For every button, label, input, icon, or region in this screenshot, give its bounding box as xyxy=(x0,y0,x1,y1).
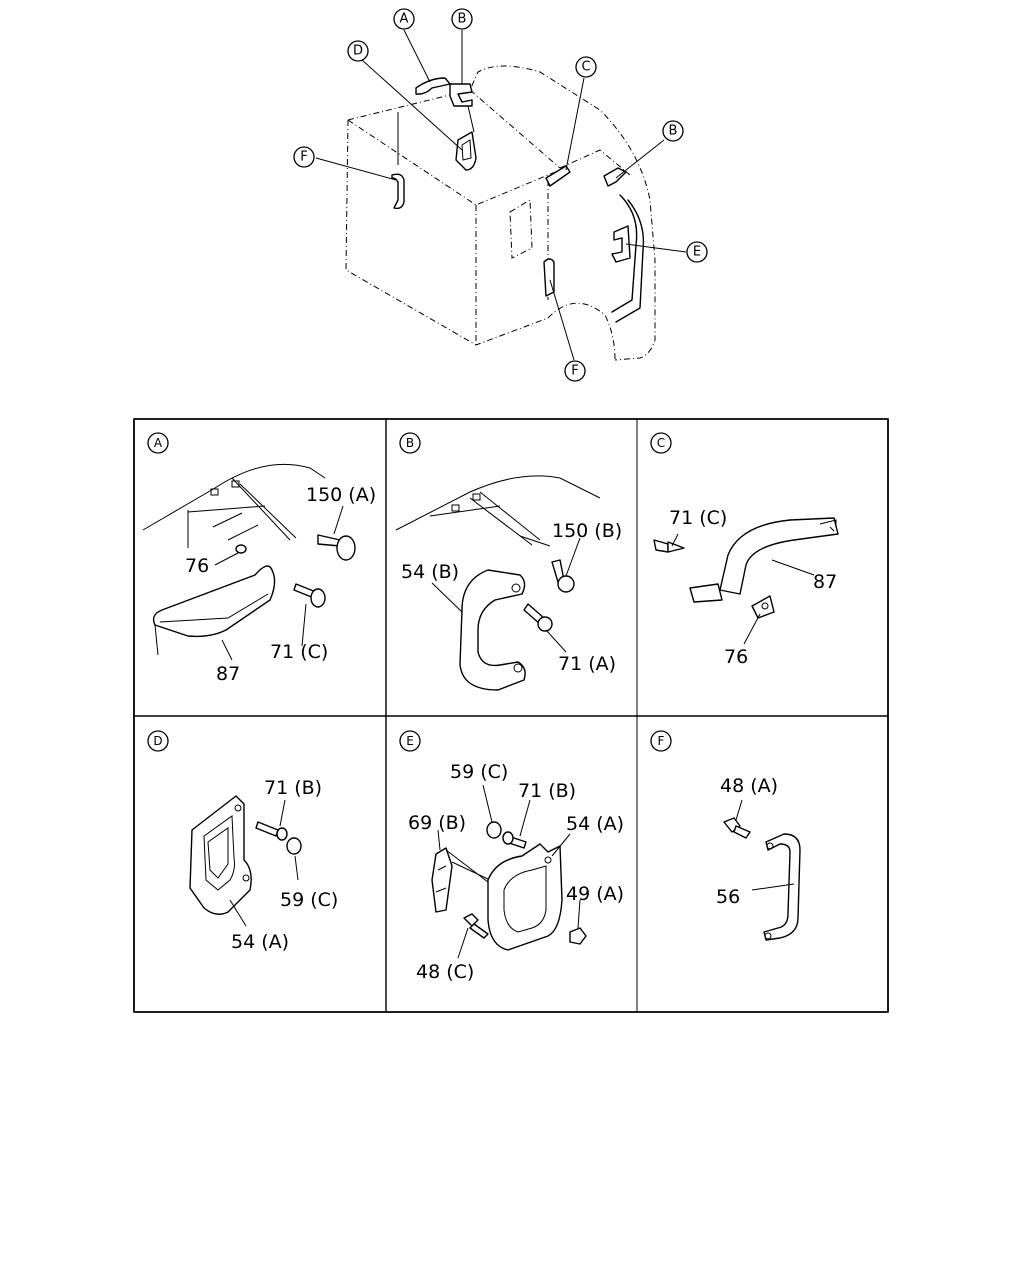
bracket-69b xyxy=(431,847,453,913)
svg-text:A: A xyxy=(400,12,409,27)
label-150a: 150 (A) xyxy=(306,484,376,506)
bolt-71a xyxy=(523,603,553,632)
label-48a: 48 (A) xyxy=(720,775,778,797)
svg-text:E: E xyxy=(406,734,414,748)
panel-b: B 150 (B) 54 (B) 71 (A) xyxy=(395,432,622,691)
bolt-150b xyxy=(551,559,575,593)
label-71a: 71 (A) xyxy=(558,653,616,675)
panel-a-letter: A xyxy=(147,432,169,454)
label-71c-a: 71 (C) xyxy=(270,641,328,663)
handle-54b xyxy=(459,569,526,691)
svg-text:D: D xyxy=(153,734,162,748)
svg-text:B: B xyxy=(458,12,467,27)
panel-c: C 71 (C) 87 76 xyxy=(650,432,839,668)
label-76-c: 76 xyxy=(724,646,748,668)
callout-f-left: F xyxy=(293,146,315,168)
handle-87-c xyxy=(689,517,839,603)
label-59c-d: 59 (C) xyxy=(280,889,338,911)
handle-54a-d xyxy=(189,795,252,915)
bolt-48c xyxy=(463,913,489,939)
callout-a: A xyxy=(393,8,415,30)
callout-b-right: B xyxy=(662,120,684,142)
svg-text:C: C xyxy=(657,436,665,450)
panel-c-letter: C xyxy=(650,432,672,454)
panel-b-letter: B xyxy=(399,432,421,454)
panel-f-letter: F xyxy=(650,730,672,752)
callout-e: E xyxy=(686,241,708,263)
detail-grid xyxy=(133,418,889,1013)
label-71b-d: 71 (B) xyxy=(264,777,322,799)
label-87-c: 87 xyxy=(813,571,837,593)
panel-e: E xyxy=(399,730,624,983)
callout-b-top: B xyxy=(451,8,473,30)
svg-text:C: C xyxy=(581,60,590,75)
bolt-71c-c xyxy=(653,539,685,553)
label-54a-e: 54 (A) xyxy=(566,813,624,835)
label-76-a: 76 xyxy=(185,555,209,577)
bracket-76-c xyxy=(751,595,775,619)
label-54b: 54 (B) xyxy=(401,561,459,583)
panel-a: A 150 (A) 76 xyxy=(142,432,376,685)
label-71c-c: 71 (C) xyxy=(669,507,727,529)
svg-text:F: F xyxy=(300,150,307,165)
nut-49a xyxy=(569,927,587,945)
svg-text:E: E xyxy=(693,245,701,260)
label-59c-e: 59 (C) xyxy=(450,761,508,783)
label-150b: 150 (B) xyxy=(552,520,622,542)
washer-76 xyxy=(235,544,247,554)
label-54a-d: 54 (A) xyxy=(231,931,289,953)
svg-text:F: F xyxy=(571,364,578,379)
label-71b-e: 71 (B) xyxy=(518,780,576,802)
bolt-71b-d xyxy=(255,821,288,841)
label-69b: 69 (B) xyxy=(408,812,466,834)
callout-c: C xyxy=(575,56,597,78)
svg-text:F: F xyxy=(658,734,665,748)
svg-text:D: D xyxy=(353,44,363,59)
svg-text:A: A xyxy=(154,436,163,450)
label-48c: 48 (C) xyxy=(416,961,474,983)
label-56: 56 xyxy=(716,886,740,908)
handle-54a-e xyxy=(487,843,563,951)
callout-d: D xyxy=(347,40,369,62)
panel-d: D 71 (B) 59 (C) 54 (A) xyxy=(147,730,338,953)
bolt-48a xyxy=(723,817,751,839)
label-87-a: 87 xyxy=(216,663,240,685)
handle-56 xyxy=(763,833,801,941)
bolt-71c-a xyxy=(293,583,326,608)
washer-59c-e xyxy=(486,821,502,839)
nut-59c-d xyxy=(286,837,302,855)
handle-87 xyxy=(152,565,276,656)
svg-text:B: B xyxy=(406,436,414,450)
panel-f: F 48 (A) 56 xyxy=(650,730,801,941)
panel-e-letter: E xyxy=(399,730,421,752)
panel-d-letter: D xyxy=(147,730,169,752)
svg-text:B: B xyxy=(669,124,678,139)
cab-overview: A B D C B F E F xyxy=(293,8,708,382)
label-49a: 49 (A) xyxy=(566,883,624,905)
bolt-71b-e xyxy=(502,831,527,849)
callout-f-bottom: F xyxy=(564,360,586,382)
bolt-150a xyxy=(317,534,356,561)
